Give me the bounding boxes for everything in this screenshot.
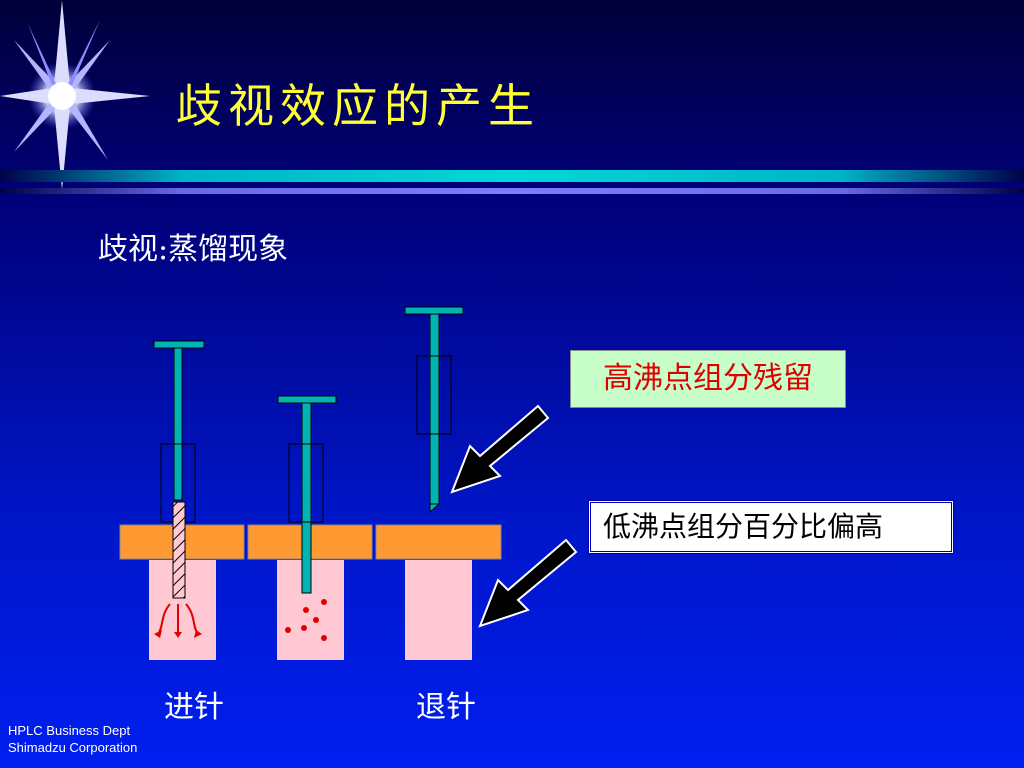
caption-withdraw: 退针 (416, 690, 476, 725)
divider-bar (0, 170, 1024, 182)
starburst-icon (0, 0, 150, 190)
high-boiling-label: 高沸点组分残留 (570, 350, 846, 408)
syringe-withdraw (404, 306, 464, 514)
footer-line-1: HPLC Business Dept (8, 723, 131, 738)
septum-block (375, 524, 502, 560)
footer-line-2: Shimadzu Corporation (8, 740, 138, 755)
syringe-inject (153, 340, 205, 638)
low-boiling-label: 低沸点组分百分比偏高 (588, 500, 954, 554)
page-title: 歧视效应的产生 (176, 79, 540, 133)
syringe-droplets (277, 395, 337, 641)
caption-inject: 进针 (164, 690, 224, 725)
arrow-icon (478, 538, 578, 628)
chamber (405, 560, 472, 660)
footer: HPLC Business Dept Shimadzu Corporation (8, 722, 137, 756)
divider-bar (0, 188, 1024, 194)
section-subtitle: 歧视:蒸馏现象 (98, 232, 289, 267)
arrow-icon (450, 404, 550, 494)
